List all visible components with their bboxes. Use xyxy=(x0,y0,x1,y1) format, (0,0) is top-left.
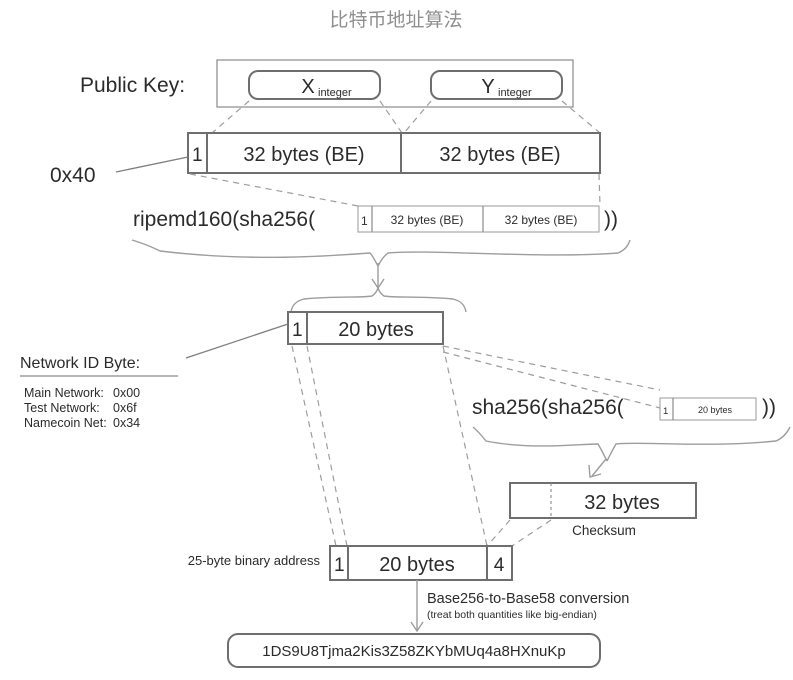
leader-checksum-left xyxy=(486,519,511,547)
sha-brace-left xyxy=(472,426,608,462)
final-address-box xyxy=(227,633,601,668)
leader-y-left xyxy=(403,100,432,134)
ripemd-inline-right: 32 bytes (BE) xyxy=(505,213,578,227)
sha-brace-right xyxy=(606,426,791,462)
y-integer-subscript: integer xyxy=(498,87,532,99)
leader-y-right xyxy=(561,100,601,134)
public-key-label: Public Key: xyxy=(80,74,185,97)
leader-x-left xyxy=(211,100,250,134)
y-integer-box xyxy=(430,70,563,100)
sha-arrow-head xyxy=(588,464,602,478)
checksum-caption: Checksum xyxy=(572,523,636,538)
conversion-note: (treat both quantities like big-endian) xyxy=(427,609,597,621)
uncompressed-key-prefix: 1 xyxy=(192,145,203,166)
y-integer-base: Y xyxy=(481,76,494,98)
hash160-brace-left xyxy=(290,287,379,313)
binary-address-prefix: 1 xyxy=(334,555,345,576)
x-integer-base: X xyxy=(301,76,314,98)
network-id-row-0-value: 0x00 xyxy=(113,386,140,400)
sha-arrow-line xyxy=(591,458,607,477)
uncompressed-key-left: 32 bytes (BE) xyxy=(243,144,364,166)
network-id-row-1-value: 0x6f xyxy=(113,401,137,415)
sha-formula-close: )) xyxy=(762,396,776,419)
x-integer-box xyxy=(248,70,381,100)
binary-address-body: 20 bytes xyxy=(379,554,455,576)
hash160-prefix: 1 xyxy=(292,320,303,341)
x-integer-subscript: integer xyxy=(318,87,352,99)
hash160-body: 20 bytes xyxy=(338,319,414,341)
network-id-row-0-name: Main Network: xyxy=(24,386,104,400)
hash160-brace-right xyxy=(377,287,467,313)
ripemd-brace-right xyxy=(377,239,631,267)
uncompressed-key-right: 32 bytes (BE) xyxy=(439,144,560,166)
leader-sha-bottom xyxy=(442,351,661,409)
leader-x-right xyxy=(379,100,403,134)
leader-sha-top xyxy=(442,345,661,391)
conversion-arrow-head xyxy=(410,621,424,633)
checksum-result-body: 32 bytes xyxy=(584,492,660,514)
uncompressed-key-box xyxy=(187,132,601,174)
leader-network-id xyxy=(185,323,289,359)
binary-address-box xyxy=(329,545,513,581)
leader-prefix-note xyxy=(115,156,189,173)
binary-address-label: 25-byte binary address xyxy=(188,553,321,568)
binary-address-suffix: 4 xyxy=(494,555,505,576)
network-id-heading: Network ID Byte: xyxy=(20,355,140,372)
sha-inline-box xyxy=(659,397,757,421)
leader-hash160-body-left-down xyxy=(306,345,348,547)
ripemd-inline-left: 32 bytes (BE) xyxy=(391,213,464,227)
sha-inline-prefix: 1 xyxy=(663,406,668,417)
checksum-result-box xyxy=(509,482,697,519)
network-id-row-2-name: Namecoin Net: xyxy=(24,416,107,430)
leader-hash160-body-right-down xyxy=(442,345,488,547)
leader-ripemd-right xyxy=(598,173,601,207)
leader-checksum-right xyxy=(511,519,552,547)
network-id-row-1-name: Test Network: xyxy=(24,401,100,415)
conversion-label: Base256-to-Base58 conversion xyxy=(427,591,629,607)
ripemd-inline-box xyxy=(357,205,600,233)
ripemd-formula-open: ripemd160(sha256( xyxy=(133,208,315,231)
prefix-note-label: 0x40 xyxy=(50,164,96,187)
ripemd-formula-close: )) xyxy=(604,208,618,231)
page-title: 比特币地址算法 xyxy=(329,9,462,31)
sha-inline-body: 20 bytes xyxy=(698,405,733,415)
leader-ripemd-left xyxy=(189,173,359,207)
network-id-row-2-value: 0x34 xyxy=(113,416,140,430)
ripemd-brace-left xyxy=(131,239,379,267)
ripemd-inline-prefix: 1 xyxy=(361,214,368,228)
hash160-box xyxy=(287,311,444,345)
final-address-text: 1DS9U8Tjma2Kis3Z58ZKYbMUq4a8HXnuKp xyxy=(262,643,565,660)
leader-hash160-prefix-down xyxy=(291,345,337,547)
public-key-container xyxy=(216,59,574,108)
sha-formula-open: sha256(sha256( xyxy=(472,396,624,419)
